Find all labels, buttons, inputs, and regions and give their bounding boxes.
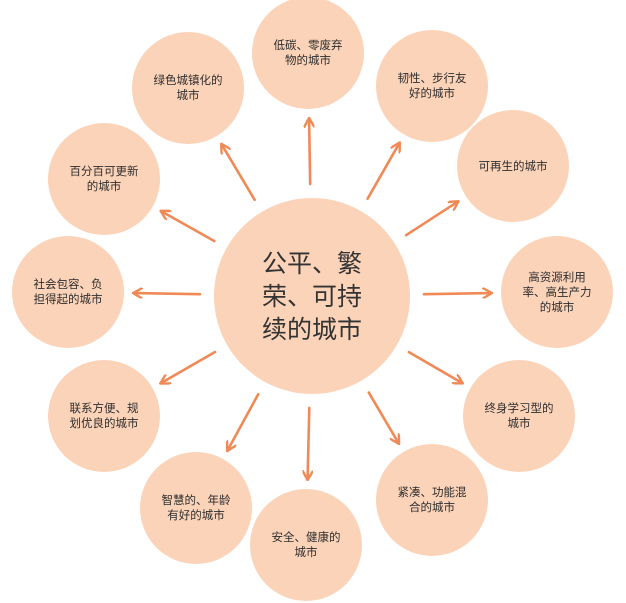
node-label: 韧性、步行友好的城市 bbox=[397, 71, 467, 100]
arrow-6 bbox=[308, 406, 310, 479]
center-label: 公平、繁荣、可持续的城市 bbox=[261, 248, 362, 344]
node-label: 绿色城镇化的城市 bbox=[153, 73, 223, 102]
arrow-10 bbox=[162, 211, 216, 243]
node-label: 社会包容、负担得起的城市 bbox=[33, 277, 103, 306]
arrow-2 bbox=[404, 202, 458, 237]
node-label: 终身学习型的城市 bbox=[484, 401, 554, 430]
node-resilient-walkable: 韧性、步行友好的城市 bbox=[376, 30, 488, 142]
node-inclusive-affordable: 社会包容、负担得起的城市 bbox=[12, 236, 124, 348]
node-label: 可再生的城市 bbox=[478, 158, 548, 173]
node-fully-renewable: 百分百可更新的城市 bbox=[48, 123, 160, 235]
arrow-0 bbox=[309, 119, 310, 186]
node-label: 紧凑、功能混合的城市 bbox=[397, 485, 467, 514]
center-circle: 公平、繁荣、可持续的城市 bbox=[214, 198, 410, 394]
node-green-urbanization: 绿色城镇化的城市 bbox=[132, 32, 244, 144]
node-label: 智慧的、年龄有好的城市 bbox=[161, 493, 231, 522]
node-compact-mixed-use: 紧凑、功能混合的城市 bbox=[376, 444, 488, 556]
arrow-4 bbox=[407, 350, 462, 383]
arrow-8 bbox=[161, 350, 217, 383]
node-label: 联系方便、规划优良的城市 bbox=[69, 401, 139, 430]
arrow-7 bbox=[228, 392, 260, 450]
node-safe-healthy: 安全、健康的城市 bbox=[250, 489, 362, 601]
node-lifelong-learning: 终身学习型的城市 bbox=[463, 360, 575, 472]
node-low-carbon: 低碳、零废弃物的城市 bbox=[252, 0, 364, 109]
node-smart-age-friendly: 智慧的、年龄有好的城市 bbox=[140, 452, 252, 564]
node-label: 高资源利用率、高生产力的城市 bbox=[522, 269, 592, 314]
arrow-1 bbox=[366, 143, 400, 201]
arrow-11 bbox=[222, 145, 256, 202]
arrow-5 bbox=[367, 391, 399, 444]
node-resource-efficient: 高资源利用率、高生产力的城市 bbox=[501, 236, 613, 348]
node-label: 百分百可更新的城市 bbox=[69, 164, 139, 193]
arrow-9 bbox=[134, 293, 202, 294]
node-label: 低碳、零废弃物的城市 bbox=[273, 38, 343, 67]
node-renewable: 可再生的城市 bbox=[457, 110, 569, 222]
node-well-connected: 联系方便、规划优良的城市 bbox=[48, 360, 160, 472]
arrow-3 bbox=[422, 293, 491, 294]
node-label: 安全、健康的城市 bbox=[271, 530, 341, 559]
